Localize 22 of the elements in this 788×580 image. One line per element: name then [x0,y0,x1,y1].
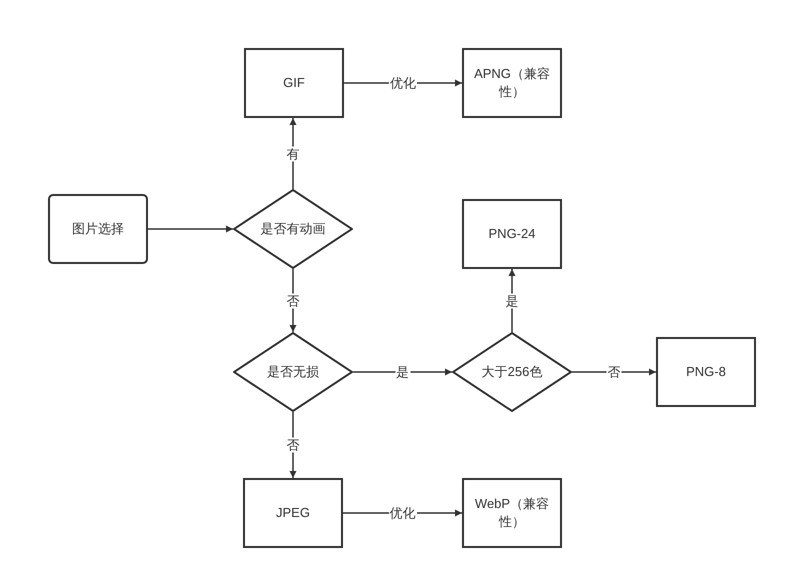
edge-label: 是 [504,293,520,308]
process-box: APNG（兼容性） [462,48,562,118]
process-box: GIF [244,48,344,118]
edge-label: 优化 [389,76,417,90]
edge-label: 有 [286,146,300,161]
edge-label: 否 [286,438,300,452]
decision-diamond: 是否有动画 [233,189,353,269]
start-box: 图片选择 [48,194,148,264]
edge-label: 否 [606,364,622,380]
arrow [572,368,656,376]
process-box: JPEG [243,478,343,548]
process-box: PNG-24 [462,199,562,269]
arrow [148,226,233,232]
edge-label: 优化 [388,506,416,520]
edge-label: 否 [286,293,300,308]
process-box: WebP（兼容性） [462,478,562,548]
decision-diamond: 大于256色 [452,332,572,412]
edge-label: 是 [395,364,410,380]
decision-diamond: 是否无损 [233,332,353,412]
arrow [290,118,296,189]
process-box: PNG-8 [656,337,756,407]
arrow [353,368,452,376]
